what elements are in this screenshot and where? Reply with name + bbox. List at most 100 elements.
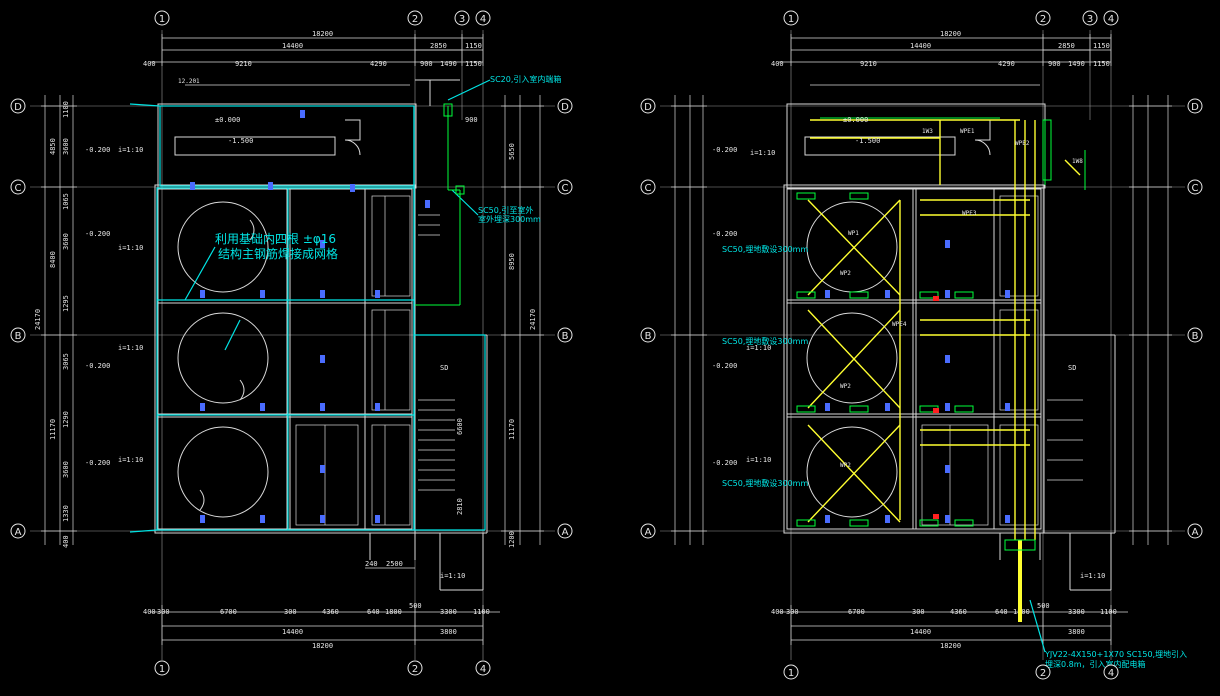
dim-bot-240: 240 (365, 560, 378, 568)
left-tanks (177, 201, 269, 518)
svg-text:C: C (645, 183, 652, 194)
svg-text:1W8: 1W8 (1072, 158, 1083, 165)
svg-text:14400: 14400 (910, 42, 931, 50)
dim-bot-18200: 18200 (312, 642, 333, 650)
slope-left-4: i=1:10 (118, 456, 143, 464)
left-dim-bottom (150, 567, 500, 645)
svg-text:1200: 1200 (508, 531, 516, 548)
cable-leader (1029, 599, 1046, 653)
svg-text:A: A (15, 527, 22, 538)
left-grid-lines (30, 30, 555, 660)
svg-text:18200: 18200 (940, 642, 961, 650)
left-blue-fixtures (190, 110, 430, 523)
svg-text:4: 4 (480, 664, 486, 675)
level-left-1: -0.200 (85, 146, 110, 154)
svg-text:11170: 11170 (49, 419, 57, 440)
svg-text:9210: 9210 (860, 60, 877, 68)
svg-text:-0.200: -0.200 (712, 230, 737, 238)
left-plan: 18200 14400 2850 1150 400 9210 4290 900 … (10, 10, 573, 676)
dim-bot-2500: 2500 (386, 560, 403, 568)
svg-text:D: D (14, 102, 22, 113)
svg-text:i=1:10: i=1:10 (746, 344, 771, 352)
svg-text:A: A (645, 527, 652, 538)
svg-text:SD: SD (1068, 364, 1076, 372)
svg-text:14400: 14400 (910, 628, 931, 636)
right-dim-right (1129, 95, 1172, 545)
svg-text:1290: 1290 (62, 411, 70, 428)
svg-text:1: 1 (159, 664, 165, 675)
svg-text:WP1: WP1 (848, 230, 859, 237)
slope-left-1: i=1:10 (118, 146, 143, 154)
left-dim-right (501, 95, 544, 545)
svg-text:-0.200: -0.200 (712, 362, 737, 370)
svg-text:3800: 3800 (1068, 628, 1085, 636)
svg-text:WPE1: WPE1 (960, 128, 975, 135)
dim-bot-4360: 4360 (322, 608, 339, 616)
svg-text:i=1:10: i=1:10 (746, 456, 771, 464)
left-dims-left-text: 1100 4850 3600 1065 3600 8400 24170 1295… (34, 101, 70, 548)
right-dim-top (779, 34, 1112, 86)
svg-text:3600: 3600 (62, 233, 70, 250)
svg-text:i=1:10: i=1:10 (1080, 572, 1105, 580)
svg-text:A: A (562, 527, 569, 538)
level-left-2: -0.200 (85, 230, 110, 238)
left-dim-top (150, 34, 484, 86)
dim-top-400: 400 (143, 60, 156, 68)
svg-text:1150: 1150 (1093, 60, 1110, 68)
dim-top-2850: 2850 (430, 42, 447, 50)
svg-text:WPE2: WPE2 (1015, 140, 1030, 147)
svg-text:2810: 2810 (456, 498, 464, 515)
dim-bot-6700: 6700 (220, 608, 237, 616)
dim-bot-300b: 300 (284, 608, 297, 616)
svg-text:3065: 3065 (62, 353, 70, 370)
svg-text:D: D (561, 102, 569, 113)
svg-text:3: 3 (1087, 14, 1093, 25)
svg-text:WP2: WP2 (840, 270, 851, 277)
svg-text:1: 1 (788, 668, 794, 679)
svg-text:900: 900 (465, 116, 478, 124)
svg-text:B: B (15, 331, 22, 342)
slope-left-3: i=1:10 (118, 344, 143, 352)
lightning-note: 利用基础内四根 ±φ16 (215, 232, 336, 246)
svg-text:B: B (1192, 331, 1199, 342)
dim-bot-3800: 3800 (440, 628, 457, 636)
dim-top-total: 18200 (312, 30, 333, 38)
right-green-circuits (796, 117, 1086, 551)
svg-text:400: 400 (771, 608, 784, 616)
svg-text:B: B (562, 331, 569, 342)
svg-text:1: 1 (159, 14, 165, 25)
svg-text:4: 4 (1108, 668, 1114, 679)
left-axis-bubbles: 1 2 3 4 1 2 4 D C B A D C B A (10, 10, 573, 676)
dim-top-1150b: 1150 (465, 60, 482, 68)
dim-bot-500: 500 (409, 602, 422, 610)
svg-text:±0.000: ±0.000 (843, 116, 868, 124)
level-left-5: ±0.000 (215, 116, 240, 124)
svg-text:SC50,埋地敷设300mm: SC50,埋地敷设300mm (722, 336, 808, 346)
conduit-top-note: SC20,引入室内端箱 (490, 74, 561, 84)
dim-bot-300: 300 (157, 608, 170, 616)
svg-text:D: D (644, 102, 652, 113)
dim-bot-14400: 14400 (282, 628, 303, 636)
svg-text:2: 2 (1040, 14, 1046, 25)
left-dims-right-text: 900 5650 8950 24170 11170 6600 2810 1200 (456, 116, 537, 548)
svg-text:24170: 24170 (529, 309, 537, 330)
dim-bot-640: 640 (367, 608, 380, 616)
right-axis-bubbles: 1 2 3 4 1 2 4 D C B A D C B A (640, 10, 1203, 680)
svg-text:4: 4 (480, 14, 486, 25)
svg-text:2: 2 (412, 14, 418, 25)
dim-bot-1100: 1100 (473, 608, 490, 616)
dim-bot-1800: 1800 (385, 608, 402, 616)
svg-text:24170: 24170 (34, 309, 42, 330)
svg-text:640: 640 (995, 608, 1008, 616)
svg-text:2: 2 (412, 664, 418, 675)
svg-text:18200: 18200 (940, 30, 961, 38)
lightning-note-2: 结构主钢筋焊接成网格 (218, 246, 338, 261)
dim-top-1150: 1150 (465, 42, 482, 50)
left-stairs (295, 195, 455, 526)
right-blue-fixtures (825, 240, 1010, 523)
svg-text:D: D (1191, 102, 1199, 113)
elev-label-left: 12.201 (178, 78, 200, 85)
right-dim-left (671, 95, 707, 545)
svg-text:C: C (15, 183, 22, 194)
